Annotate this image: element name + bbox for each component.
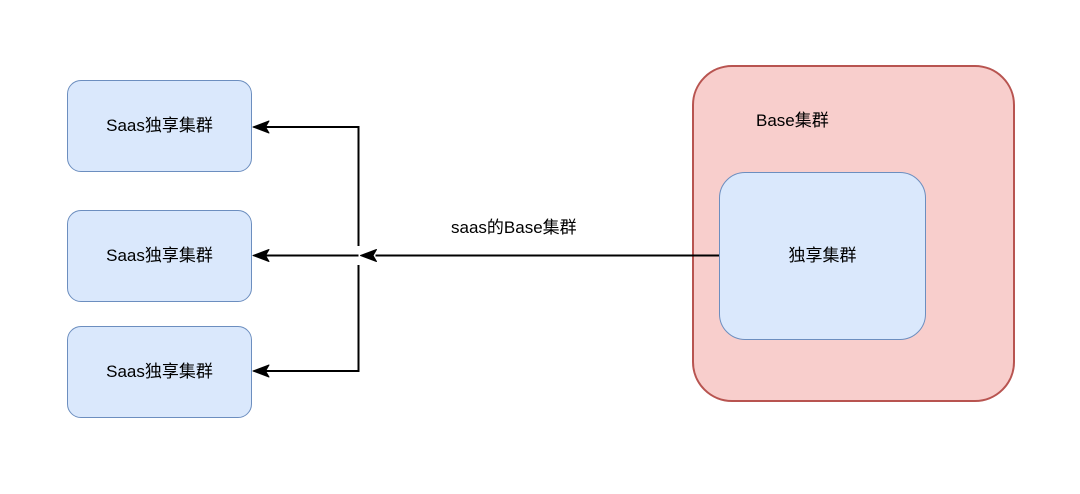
main-arrow-head [360,249,377,262]
saas-cluster-label-1: Saas独享集群 [106,116,213,136]
main-arrow-label: saas的Base集群 [451,218,577,237]
saas-cluster-label-2: Saas独享集群 [106,246,213,266]
arrow-head-saas-3 [252,364,270,378]
exclusive-cluster-box: 独享集群 [719,172,926,340]
saas-cluster-box-3: Saas独享集群 [67,326,252,418]
exclusive-cluster-label: 独享集群 [788,246,857,266]
base-cluster-label: Base集群 [756,111,829,130]
saas-cluster-label-3: Saas独享集群 [106,362,213,382]
branch-line-top [266,126,360,246]
arrow-head-saas-2 [252,249,270,262]
arrow-head-saas-1 [252,120,270,134]
saas-cluster-box-1: Saas独享集群 [67,80,252,172]
saas-cluster-box-2: Saas独享集群 [67,210,252,302]
branch-line-bottom [266,265,360,372]
